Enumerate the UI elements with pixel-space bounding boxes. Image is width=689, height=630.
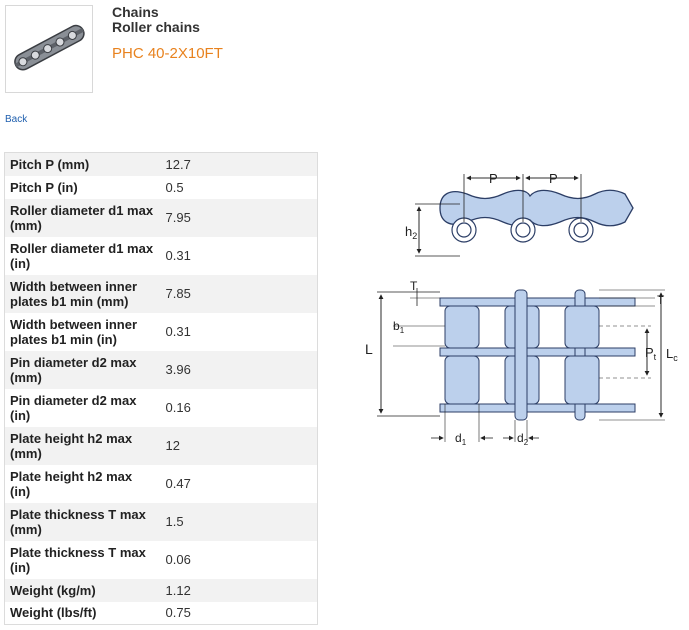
- table-row: Weight (lbs/ft) 0.75: [4, 601, 318, 625]
- inner-width-dimension: b1: [393, 319, 445, 347]
- product-image: [5, 5, 93, 93]
- table-row: Roller diameter d1 max (in) 0.31: [4, 236, 318, 275]
- table-row: Pitch P (mm) 12.7: [4, 152, 318, 176]
- pitch-dimension: P P: [463, 171, 582, 222]
- spec-label: Pin diameter d2 max (in): [4, 388, 160, 427]
- chain-side-view: [439, 189, 634, 243]
- spec-value: 12: [159, 426, 318, 465]
- spec-label: Pitch P (in): [4, 175, 160, 199]
- spec-value: 12.7: [159, 152, 318, 176]
- thickness-dimension-left: T: [410, 279, 440, 306]
- spec-value: 0.47: [159, 464, 318, 503]
- table-row: Pin diameter d2 max (mm) 3.96: [4, 350, 318, 389]
- pt-label: Pt: [645, 345, 657, 362]
- spec-value: 1.5: [159, 502, 318, 541]
- table-row: Plate thickness T max (mm) 1.5: [4, 502, 318, 541]
- product-name: PHC 40-2X10FT: [112, 45, 223, 62]
- spec-label: Plate height h2 max (mm): [4, 426, 160, 465]
- spec-label: Weight (lbs/ft): [4, 601, 160, 625]
- spec-value: 0.31: [159, 236, 318, 275]
- diameter-dimensions: d1 d2: [431, 404, 539, 447]
- spec-value: 0.31: [159, 312, 318, 351]
- table-row: Width between inner plates b1 min (mm) 7…: [4, 274, 318, 313]
- roller-chain-icon: [14, 24, 85, 71]
- spec-value: 3.96: [159, 350, 318, 389]
- chain-dimension-diagram: P P h2 L T b1: [365, 171, 678, 447]
- spec-label: Roller diameter d1 max (in): [4, 236, 160, 275]
- length-dimension: L: [365, 291, 440, 417]
- d1-label: d1: [455, 431, 467, 447]
- l-label: L: [365, 341, 373, 357]
- back-link[interactable]: Back: [5, 114, 28, 125]
- plate-height-dimension: h2: [405, 203, 460, 257]
- spec-label: Pin diameter d2 max (mm): [4, 350, 160, 389]
- spec-label: Pitch P (mm): [4, 152, 160, 176]
- transverse-pitch-dimension: Pt: [599, 325, 657, 379]
- spec-value: 0.5: [159, 175, 318, 199]
- spec-value: 1.12: [159, 578, 318, 602]
- table-row: Pitch P (in) 0.5: [4, 175, 318, 199]
- h2-label: h2: [405, 224, 417, 241]
- spec-label: Plate thickness T max (in): [4, 540, 160, 579]
- subcategory-title: Roller chains: [112, 19, 200, 35]
- table-row: Plate thickness T max (in) 0.06: [4, 540, 318, 579]
- d2-label: d2: [517, 431, 529, 447]
- table-row: Plate height h2 max (mm) 12: [4, 426, 318, 465]
- lc-label: Lc: [666, 346, 678, 363]
- spec-label: Width between inner plates b1 min (in): [4, 312, 160, 351]
- spec-label: Weight (kg/m): [4, 578, 160, 602]
- table-row: Weight (kg/m) 1.12: [4, 578, 318, 602]
- table-row: Plate height h2 max (in) 0.47: [4, 464, 318, 503]
- spec-label: Plate thickness T max (mm): [4, 502, 160, 541]
- table-row: Width between inner plates b1 min (in) 0…: [4, 312, 318, 351]
- spec-value: 0.06: [159, 540, 318, 579]
- cotter-length-dimension: Lc: [599, 289, 678, 421]
- b1-label: b1: [393, 319, 405, 335]
- spec-label: Width between inner plates b1 min (mm): [4, 274, 160, 313]
- spec-value: 7.95: [159, 198, 318, 237]
- spec-label: Roller diameter d1 max (mm): [4, 198, 160, 237]
- spec-label: Plate height h2 max (in): [4, 464, 160, 503]
- chain-top-view: [439, 289, 636, 421]
- table-row: Pin diameter d2 max (in) 0.16: [4, 388, 318, 427]
- category-title: Chains: [112, 4, 159, 20]
- pitch-label: P: [489, 171, 498, 186]
- specs-table: Pitch P (mm) 12.7 Pitch P (in) 0.5 Rolle…: [4, 152, 318, 625]
- spec-value: 7.85: [159, 274, 318, 313]
- spec-value: 0.16: [159, 388, 318, 427]
- pitch-label-2: P: [549, 171, 558, 186]
- table-row: Roller diameter d1 max (mm) 7.95: [4, 198, 318, 237]
- spec-value: 0.75: [159, 601, 318, 625]
- t-label-left: T: [410, 279, 418, 293]
